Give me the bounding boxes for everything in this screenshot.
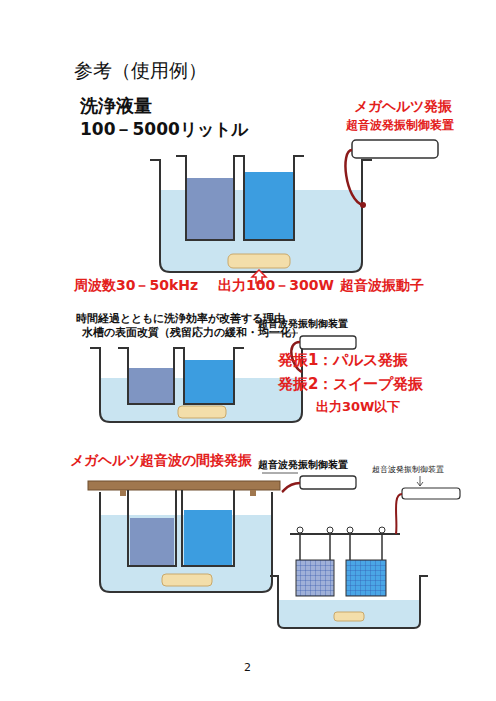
transducer-label: 超音波振動子 [340,277,424,293]
tank-1 [150,140,438,283]
volume-heading: 洗浄液量 [80,96,152,117]
volume-value: 100－5000リットル [80,120,248,140]
controller-label: 超音波発振制御装置 [258,318,348,330]
basket-apparatus [270,476,460,628]
note-heading: 時間経過とともに洗浄効率が改善する理由 [76,312,285,324]
controller-label: 超音波発振制御装置 [258,459,348,471]
power-label: 出力100－300W [218,277,334,293]
controller-label: 超音波発振制御装置 [346,119,454,133]
mode-label: 発振2：スイープ発振 [278,376,423,393]
section-heading: メガヘルツ超音波の間接発振 [70,452,252,468]
page-number: 2 [244,662,251,675]
controller-label: 超音波発振制御装置 [372,465,444,474]
frequency-label: 周波数30－50kHz [74,277,198,293]
mode-label: 発振1：パルス発振 [278,352,408,369]
page-title: 参考（使用例） [74,60,207,82]
mhz-label: メガヘルツ発振 [354,98,452,114]
output-label: 出力30W以下 [316,400,400,415]
